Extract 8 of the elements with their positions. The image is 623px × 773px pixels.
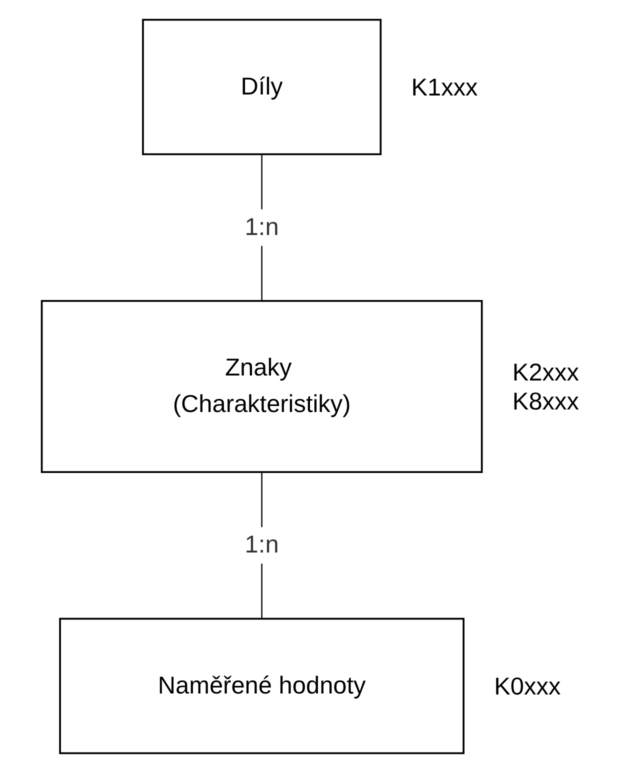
node-note: K2xxx K8xxx [512,359,579,416]
node-note: K0xxx [494,674,561,701]
edge-label: 1:n [244,532,279,559]
node-box: Naměřené hodnoty [59,618,464,754]
node-box: Díly [142,18,382,156]
node-box: Znaky (Charakteristiky) [40,300,483,473]
node-note: K1xxx [411,74,478,102]
edge-label: 1:n [244,214,279,242]
